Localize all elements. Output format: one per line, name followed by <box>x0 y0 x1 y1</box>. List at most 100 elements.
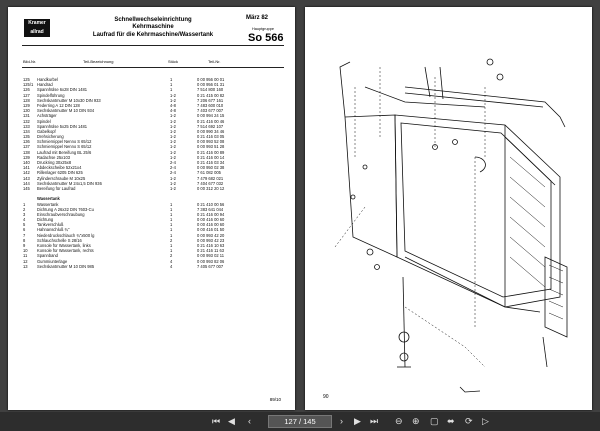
cell-desc: Schmiernippel Nenno S 65/12 <box>37 139 92 145</box>
cell-qty: 2 <box>170 237 173 243</box>
prev-arrow-icon[interactable]: ‹ <box>248 416 251 426</box>
cell-no: 7 514 692 107 <box>197 123 224 129</box>
first-page-icon[interactable]: ⏮ <box>212 416 221 426</box>
brand-line2: allrad <box>30 29 44 35</box>
viewer-toolbar: ⏮ ◀ ‹ 127 / 145 › ▶ ⏭ ⊖ ⊕ ▢ ⬌ ⟳ ▷ <box>0 412 600 431</box>
cell-no: 0 00 993 42 20 <box>197 232 225 238</box>
cell-qty: 1-2 <box>170 175 176 181</box>
brand-logo: Kramer allrad <box>24 19 50 37</box>
cell-pos: 10 <box>23 248 28 254</box>
cell-no: 0 00 994 24 15 <box>197 113 225 119</box>
cell-qty: 1 <box>170 87 173 93</box>
cell-desc: Schmiernippel Nenno S 65/12 <box>37 144 92 150</box>
prev-page-icon[interactable]: ◀ <box>228 416 235 426</box>
zoom-out-icon[interactable]: ⊖ <box>395 416 403 426</box>
cell-desc: Sechskantmutter M 24x1,5 DIN 936 <box>37 180 102 186</box>
next-arrow-icon[interactable]: ▶ <box>354 416 361 426</box>
cell-desc: Laufrad mit Bereifung BL 25/6 <box>37 149 92 155</box>
cell-desc: Wassertank <box>37 201 59 207</box>
cell-no: 0 21 416 03 34 <box>197 160 225 165</box>
cell-no: 7 514 800 160 <box>197 87 224 93</box>
cell-desc: Gabelkopf <box>37 128 56 134</box>
cell-no: 0 00 993 51 28 <box>197 144 225 150</box>
rotate-icon[interactable]: ⟳ <box>465 416 473 426</box>
cell-no: 0 21 415 00 82 <box>197 92 225 98</box>
cell-desc: Konsole für Wassertank, links <box>37 243 91 248</box>
fit-page-icon[interactable]: ▢ <box>430 416 439 426</box>
cell-pos: 6 <box>23 227 26 233</box>
cell-no: 0 00 993 82 06 <box>197 258 225 264</box>
cell-qty: 1 <box>170 227 173 233</box>
cell-pos: 126 <box>23 87 30 93</box>
cell-pos: 125/1 <box>23 82 34 88</box>
cell-no: 0 00 956 01 31 <box>197 82 225 88</box>
page-number-input[interactable]: 127 / 145 <box>268 415 332 428</box>
cell-desc: Sechskantmutter M 10x30 DIN 933 <box>37 97 101 103</box>
cell-pos: 12 <box>23 258 28 264</box>
cell-no: 0 00 950 02 38 <box>197 165 225 171</box>
col-qty-header: Stück <box>168 59 179 64</box>
cell-desc: Radachse 25x103 <box>37 154 71 160</box>
cell-pos: 129 <box>23 102 30 108</box>
cell-pos: 125 <box>23 77 30 82</box>
cell-qty: 1-2 <box>170 134 176 140</box>
title-line2: Kehrmaschine <box>132 24 174 31</box>
cell-qty: 1-2 <box>170 118 176 124</box>
cell-no: 0 00 993 42 23 <box>197 237 225 243</box>
cell-desc: Rillenlager 6205 DIN 625 <box>37 170 83 176</box>
cell-qty: 4 <box>170 263 173 269</box>
last-page-icon[interactable]: ⏭ <box>370 416 379 426</box>
cell-qty: 1-2 <box>170 149 176 155</box>
cell-pos: 5 <box>23 222 26 228</box>
cell-desc: Hahnanschluß ¾" <box>37 227 70 233</box>
cell-desc: Schlauchschelle S 28/16 <box>37 237 82 243</box>
cell-qty: 1-2 <box>170 123 176 129</box>
cell-pos: 127 <box>23 92 30 98</box>
cell-pos: 140 <box>23 160 30 165</box>
cell-no: 0 21 416 03 05 <box>197 134 225 140</box>
zoom-in-icon[interactable]: ⊕ <box>412 416 420 426</box>
cell-pos: 132 <box>23 118 30 124</box>
cell-desc: Achsträger <box>37 113 57 119</box>
cell-qty: 4-8 <box>170 108 176 114</box>
fit-width-icon[interactable]: ⬌ <box>447 416 455 426</box>
next-page-icon[interactable]: › <box>340 416 343 426</box>
cell-qty: 1-2 <box>170 92 176 98</box>
cell-qty: 1-2 <box>170 97 176 103</box>
brand-line1: Kramer <box>28 20 46 26</box>
cell-desc: Spannband <box>37 253 58 259</box>
cell-no: 7 61 082 005 <box>197 170 221 176</box>
cell-pos: 128 <box>23 97 30 103</box>
cell-desc: Gummiunterlage <box>37 258 68 264</box>
cell-qty: 4-8 <box>170 102 176 108</box>
cell-qty: 1-2 <box>170 139 176 145</box>
play-icon[interactable]: ▷ <box>482 416 489 426</box>
cell-pos: 8 <box>23 237 26 243</box>
cell-no: 7 404 677 032 <box>197 180 224 186</box>
col-no-header: Teil-Nr. <box>208 59 221 64</box>
cell-pos: 138 <box>23 149 30 155</box>
cell-qty: 2-4 <box>170 160 176 165</box>
cell-desc: Niederdruckschlauch ¾"x500 lg <box>37 232 95 238</box>
cell-qty: 1 <box>170 201 173 207</box>
cell-pos: 133 <box>23 123 30 129</box>
